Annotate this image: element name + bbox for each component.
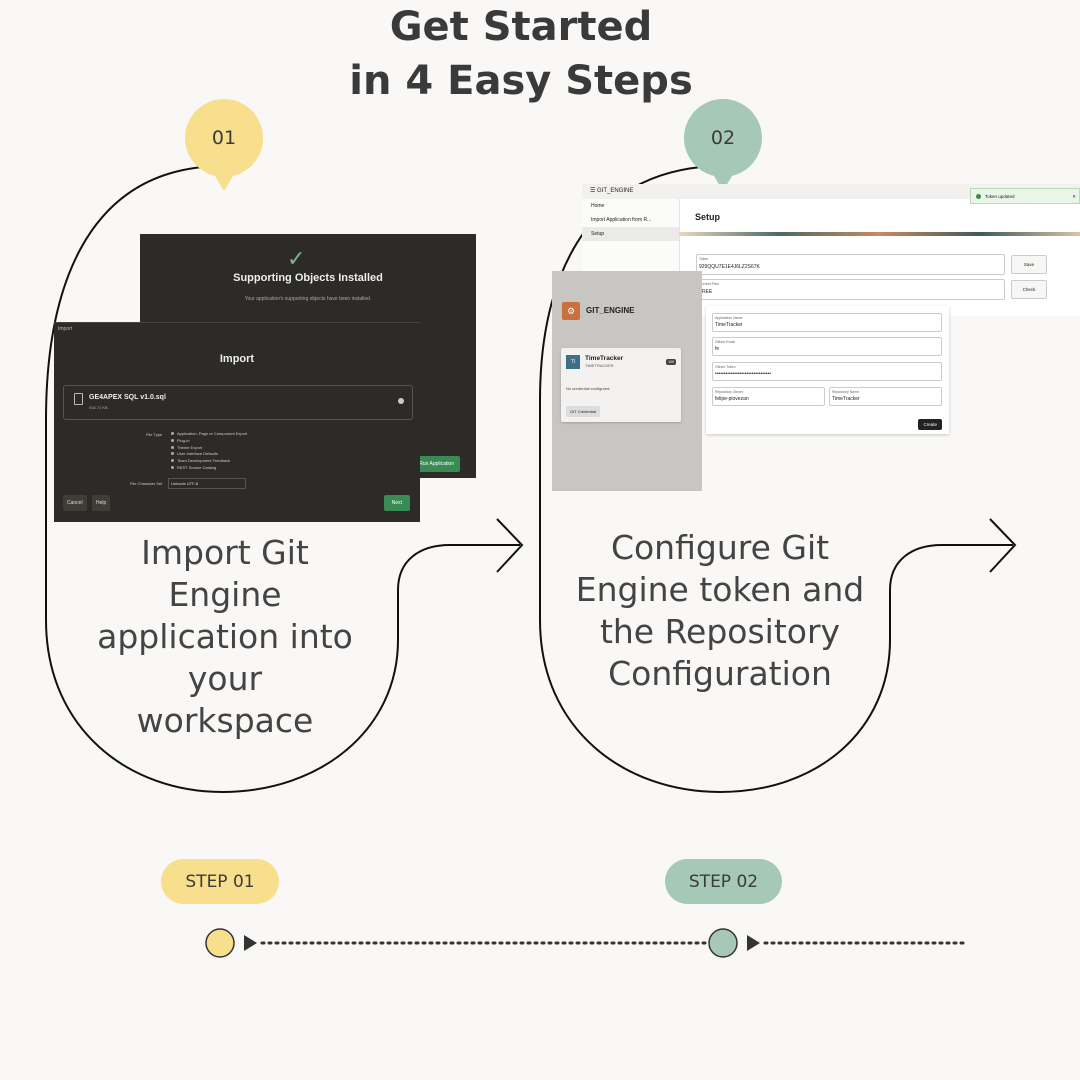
file-type-option[interactable]: Theme Export bbox=[171, 445, 247, 452]
step-2-description: Configure Git Engine token and the Repos… bbox=[575, 528, 865, 693]
help-button[interactable]: Help bbox=[92, 495, 111, 511]
file-type-option[interactable]: User Interface Defaults bbox=[171, 451, 247, 458]
next-button[interactable]: Next bbox=[383, 495, 410, 511]
step-2-pin: 02 bbox=[684, 99, 762, 191]
credential-status: No credential configured. bbox=[566, 386, 611, 391]
check-button[interactable]: Check bbox=[1011, 280, 1047, 299]
loop-1-line bbox=[45, 165, 520, 794]
sidebar-item-setup[interactable]: Setup bbox=[582, 227, 679, 241]
file-type-option[interactable]: Team Development Feedback bbox=[171, 458, 247, 465]
file-type-option[interactable]: REST Source Catalog bbox=[171, 465, 247, 472]
import-dialog-screenshot: Import Import GE4APEX SQL v1.0.sql 936.7… bbox=[54, 322, 420, 522]
remove-file-icon[interactable] bbox=[398, 398, 404, 404]
arrow-2-icon bbox=[989, 518, 1017, 573]
credential-form-screenshot: Application Name TimeTracker Github Emai… bbox=[706, 306, 949, 434]
github-token-label: Github Token bbox=[715, 365, 736, 369]
close-icon[interactable]: ✕ bbox=[1072, 194, 1076, 199]
plan-label: Current Plan bbox=[699, 282, 719, 286]
step-1-number: 01 bbox=[211, 127, 237, 149]
file-drop-zone[interactable]: GE4APEX SQL v1.0.sql 936.72 KB bbox=[63, 385, 413, 420]
step-2-number: 02 bbox=[710, 127, 736, 149]
app-name: TimeTracker bbox=[585, 355, 624, 362]
setup-title: Setup bbox=[695, 212, 721, 222]
file-type-option[interactable]: Application, Page or Component Export bbox=[171, 431, 247, 438]
app-header: ☰ GIT_ENGINE bbox=[582, 184, 1080, 199]
card-app-title: GIT_ENGINE bbox=[586, 306, 635, 315]
github-token-field[interactable]: Github Token •••••••••••••••••••••••••••… bbox=[712, 362, 942, 381]
plan-value: FREE bbox=[699, 289, 713, 295]
title-line-1: Get Started bbox=[389, 4, 653, 50]
import-heading: Import bbox=[219, 353, 255, 365]
loop-2-line bbox=[539, 165, 1013, 794]
sidebar-item-import[interactable]: Import Application from R... bbox=[591, 217, 652, 223]
repo-name-value: TimeTracker bbox=[832, 396, 860, 402]
plan-field: Current Plan FREE bbox=[696, 279, 1005, 300]
timeline-dot-1 bbox=[205, 928, 235, 958]
app-name-label: Application Name bbox=[715, 316, 743, 320]
github-email-value: fe bbox=[715, 346, 720, 352]
repo-name-field[interactable]: Repository Name TimeTracker bbox=[829, 387, 942, 406]
token-field[interactable]: Token 929QQU7E1E4J6LZ2S67K bbox=[696, 254, 1005, 275]
step-2-badge: STEP 02 bbox=[665, 859, 782, 904]
file-type-option[interactable]: Plug-in bbox=[171, 438, 247, 445]
app-title: GIT_ENGINE bbox=[597, 188, 634, 194]
step-1-pin: 01 bbox=[185, 99, 263, 191]
github-email-field[interactable]: Github Email fe bbox=[712, 337, 942, 356]
git-credential-button[interactable]: GIT Credential bbox=[566, 406, 600, 417]
app-schema: TIMETRACKER bbox=[585, 363, 614, 368]
token-updated-toast: Token updated ✕ bbox=[970, 188, 1080, 204]
page-title: Get Started in 4 Easy Steps bbox=[0, 0, 1042, 108]
menu-icon[interactable]: ☰ bbox=[590, 188, 598, 194]
app-name-value: TimeTracker bbox=[715, 322, 743, 328]
save-button[interactable]: Save bbox=[1011, 255, 1047, 274]
file-icon bbox=[74, 393, 83, 405]
import-window-title: Import bbox=[58, 326, 73, 332]
supporting-objects-message: Your application's supporting objects ha… bbox=[244, 296, 372, 302]
setup-banner bbox=[679, 232, 1080, 236]
file-type-label: File Type bbox=[146, 432, 163, 437]
step-1-description: Import Git Engine application into your … bbox=[97, 533, 353, 740]
timeline-arrow-1-icon bbox=[244, 935, 257, 951]
token-value: 929QQU7E1E4J6LZ2S67K bbox=[699, 264, 760, 270]
create-button[interactable]: Create bbox=[918, 419, 942, 430]
run-application-button[interactable]: Run Application bbox=[413, 456, 460, 472]
supporting-objects-title: Supporting Objects Installed bbox=[233, 272, 383, 284]
arrow-1-icon bbox=[496, 518, 524, 573]
repo-owner-label: Repository Owner bbox=[715, 390, 744, 394]
repo-name-label: Repository Name bbox=[832, 390, 860, 394]
charset-label: File Character Set bbox=[130, 481, 163, 486]
step-1-badge: STEP 01 bbox=[161, 859, 279, 904]
repo-owner-value: felipe-piovezan bbox=[715, 396, 749, 402]
file-type-options: Application, Page or Component Export Pl… bbox=[171, 431, 247, 472]
gear-icon: ⚙ bbox=[562, 302, 580, 320]
sidebar-item-home[interactable]: Home bbox=[591, 203, 605, 209]
github-token-value: •••••••••••••••••••••••••••••••• bbox=[715, 371, 772, 377]
timeline-arrow-2-icon bbox=[747, 935, 760, 951]
charset-select[interactable]: Unicode UTF-8 bbox=[168, 478, 246, 489]
file-name: GE4APEX SQL v1.0.sql bbox=[89, 394, 166, 401]
app-name-field[interactable]: Application Name TimeTracker bbox=[712, 313, 942, 332]
file-size: 936.72 KB bbox=[89, 405, 108, 410]
app-id-badge: 109 bbox=[666, 359, 676, 365]
app-initials-avatar: TI bbox=[566, 355, 580, 369]
application-card[interactable]: TI TimeTracker TIMETRACKER 109 No creden… bbox=[561, 348, 681, 422]
repo-owner-field[interactable]: Repository Owner felipe-piovezan bbox=[712, 387, 825, 406]
timeline-dot-2 bbox=[708, 928, 738, 958]
cancel-button[interactable]: Cancel bbox=[63, 495, 87, 511]
token-label: Token bbox=[699, 257, 709, 261]
check-icon: ✓ bbox=[287, 246, 306, 271]
github-email-label: Github Email bbox=[715, 340, 736, 344]
app-card-screenshot: ⚙ GIT_ENGINE TI TimeTracker TIMETRACKER … bbox=[552, 271, 702, 491]
title-line-2: in 4 Easy Steps bbox=[349, 58, 693, 104]
toast-text: Token updated bbox=[985, 194, 1015, 199]
